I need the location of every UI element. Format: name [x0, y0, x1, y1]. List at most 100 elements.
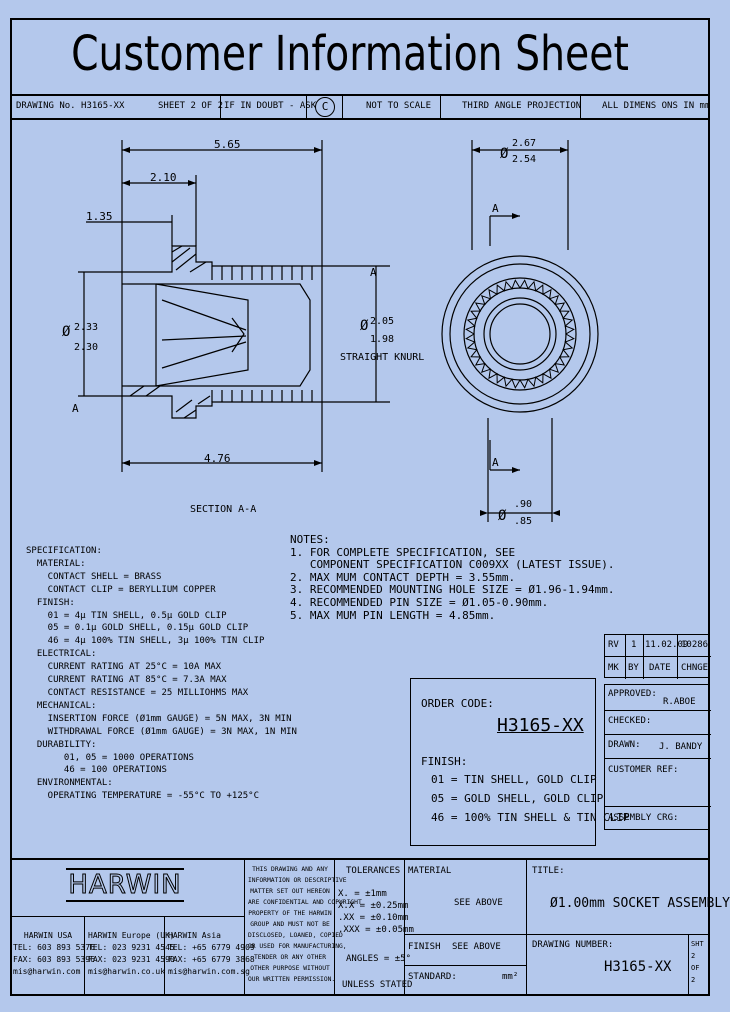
disclaimer-line: ARE CONFIDENTIAL AND COPYRIGHT: [248, 899, 362, 906]
drawing-number-ref: DRAWING No. H3165-XX: [16, 101, 125, 111]
technical-drawing: 5.65 2.10 1.35 Ø 2.33 2.30 Ø 2.05 1.98 S…: [62, 138, 599, 527]
dia-198: 1.98: [370, 334, 394, 345]
disclaimer-line: DISCLOSED, LOANED, COPIED: [248, 932, 343, 939]
disclaimer-line: PROPERTY OF THE HARWIN: [248, 910, 332, 917]
divider: [334, 858, 335, 996]
dia-230: 2.30: [74, 342, 98, 353]
section-marker-a: A: [72, 402, 79, 415]
spec-line: ENVIRONMENTAL:: [26, 778, 113, 789]
divider: [404, 965, 526, 966]
spec-line: CONTACT CLIP = BERYLLIUM COPPER: [26, 584, 216, 595]
header-divider: [580, 95, 581, 119]
title-label: TITLE:: [532, 866, 565, 876]
rev-date-header: DATE: [649, 663, 671, 673]
spec-line: DURABILITY:: [26, 739, 97, 750]
note-line: NOTES:: [290, 533, 330, 546]
harwin-logo: HARWIN: [66, 868, 184, 902]
finish-value-tb: SEE ABOVE: [452, 942, 501, 952]
title-block-rule: [10, 858, 710, 860]
spec-line: CURRENT RATING AT 85°C = 7.3A MAX: [26, 675, 227, 686]
spec-line: 05 = 0.1µ GOLD SHELL, 0.15µ GOLD CLIP: [26, 623, 249, 634]
specification-block: SPECIFICATION: MATERIAL: CONTACT SHELL =…: [26, 545, 297, 803]
approvals-block: APPROVED: R.ABOE CHECKED: DRAWN: J. BAND…: [604, 684, 711, 830]
sheet-number: SHEET 2 OF 2: [158, 101, 224, 111]
spec-line: FINISH:: [26, 597, 75, 608]
finish-option: 05 = GOLD SHELL, GOLD CLIP: [431, 792, 604, 805]
dim-476: 4.76: [204, 452, 231, 465]
section-marker-a: A: [370, 266, 377, 279]
phi-symbol: Ø: [500, 146, 509, 162]
approved-by: R.ABOE: [663, 697, 696, 707]
rev-change: 10286: [681, 640, 709, 650]
header-divider: [306, 95, 307, 119]
order-code-label: ORDER CODE:: [421, 697, 494, 710]
note-line: COMPONENT SPECIFICATION C009XX (LATEST I…: [290, 558, 615, 572]
tolerance: .XX = ±0.10mm: [338, 913, 409, 923]
projection-note: THIRD ANGLE PROJECTION: [462, 101, 582, 111]
sheet-side-text: SHT: [691, 940, 704, 948]
office-email[interactable]: mis@harwin.co.uk: [88, 967, 166, 976]
tolerance: X.X = ±0.25mm: [338, 901, 409, 911]
spec-line: CONTACT SHELL = BRASS: [26, 571, 162, 582]
material-value: SEE ABOVE: [454, 898, 503, 908]
finish-option: 46 = 100% TIN SHELL & TIN CLIP: [431, 811, 630, 824]
rev-mk-header: MK: [608, 663, 619, 673]
spec-line: WITHDRAWAL FORCE (Ø1mm GAUGE) = 3N MAX, …: [26, 726, 297, 737]
dia-267: 2.67: [512, 138, 536, 149]
spec-line: CURRENT RATING AT 25°C = 10A MAX: [26, 662, 222, 673]
divider: [10, 916, 244, 917]
dia-254: 2.54: [512, 154, 536, 165]
spec-line: ELECTRICAL:: [26, 649, 97, 660]
finish-option: 01 = TIN SHELL, GOLD CLIP: [431, 773, 597, 786]
dia-233: 2.33: [74, 322, 98, 333]
note-line: 1. FOR COMPLETE SPECIFICATION, SEE: [290, 545, 516, 559]
office-name: HARWIN Europe (UK): [88, 931, 175, 940]
divider: [404, 934, 710, 935]
spec-line: CONTACT RESISTANCE = 25 MILLIOHMS MAX: [26, 687, 249, 698]
disclaimer-line: THIS DRAWING AND ANY: [252, 866, 328, 873]
notes-block: NOTES:1. FOR COMPLETE SPECIFICATION, SEE…: [290, 533, 615, 622]
outer-knurl-circle: [441, 255, 599, 413]
contact-clip: [155, 283, 249, 387]
note-line: 5. MAX MUM PIN LENGTH = 4.85mm.: [290, 608, 496, 622]
divider: [526, 858, 527, 996]
tolerances-label: TOLERANCES: [346, 866, 401, 876]
finish-label-tb: FINISH: [408, 942, 441, 952]
office-tel: TEL: 023 9231 4545: [88, 943, 175, 952]
drawn-by: J. BANDY: [659, 742, 703, 752]
unless-stated: UNLESS STATED: [342, 980, 413, 990]
copyright-icon: C: [315, 97, 335, 117]
sheet-side-text: 2: [691, 976, 696, 984]
rev-change-header: CHNGE: [681, 663, 709, 673]
phi-symbol: Ø: [360, 318, 369, 334]
office-email[interactable]: mis@harwin.com: [13, 967, 81, 976]
rev-label: RV: [608, 640, 619, 650]
header-divider: [220, 95, 221, 119]
rev-number: 1: [631, 640, 637, 650]
tolerances-list: X. = ±1mm X.X = ±0.25mm .XX = ±0.10mm .X…: [338, 888, 414, 936]
area-unit: mm²: [502, 972, 519, 982]
office-name: HARWIN USA: [23, 931, 73, 940]
section-label: SECTION A-A: [190, 504, 256, 515]
knurl-label: STRAIGHT KNURL: [340, 352, 424, 363]
disclaimer-line: OTHER PURPOSE WITHOUT: [250, 965, 330, 972]
phi-symbol: Ø: [498, 508, 507, 524]
header-top-rule: [10, 94, 710, 96]
drawn-label: DRAWN:: [608, 740, 641, 750]
rev-date: 11.02.09: [645, 640, 689, 650]
disclaimer-line: OR USED FOR MANUFACTURING,: [248, 943, 347, 950]
drawing-number-value: H3165-XX: [604, 959, 672, 975]
assembly-label: ASSEMBLY CRG:: [608, 813, 679, 823]
spec-line: 46 = 100 OPERATIONS: [26, 765, 167, 776]
finish-label: FINISH:: [421, 755, 468, 768]
drawing-number-label: DRAWING NUMBER:: [532, 940, 614, 950]
office-asia: HARWIN Asia TEL: +65 6779 4909 FAX: +65 …: [168, 930, 255, 978]
spec-line: 46 = 4µ 100% TIN SHELL, 3µ 100% TIN CLIP: [26, 636, 265, 647]
section-marker-a: A: [492, 202, 499, 215]
office-uk: HARWIN Europe (UK) TEL: 023 9231 4545 FA…: [88, 930, 175, 978]
dia-090: .90: [514, 499, 532, 510]
office-email[interactable]: mis@harwin.com.sg: [168, 967, 250, 976]
knurl-teeth: [465, 279, 575, 389]
office-tel: TEL: +65 6779 4909: [168, 943, 255, 952]
